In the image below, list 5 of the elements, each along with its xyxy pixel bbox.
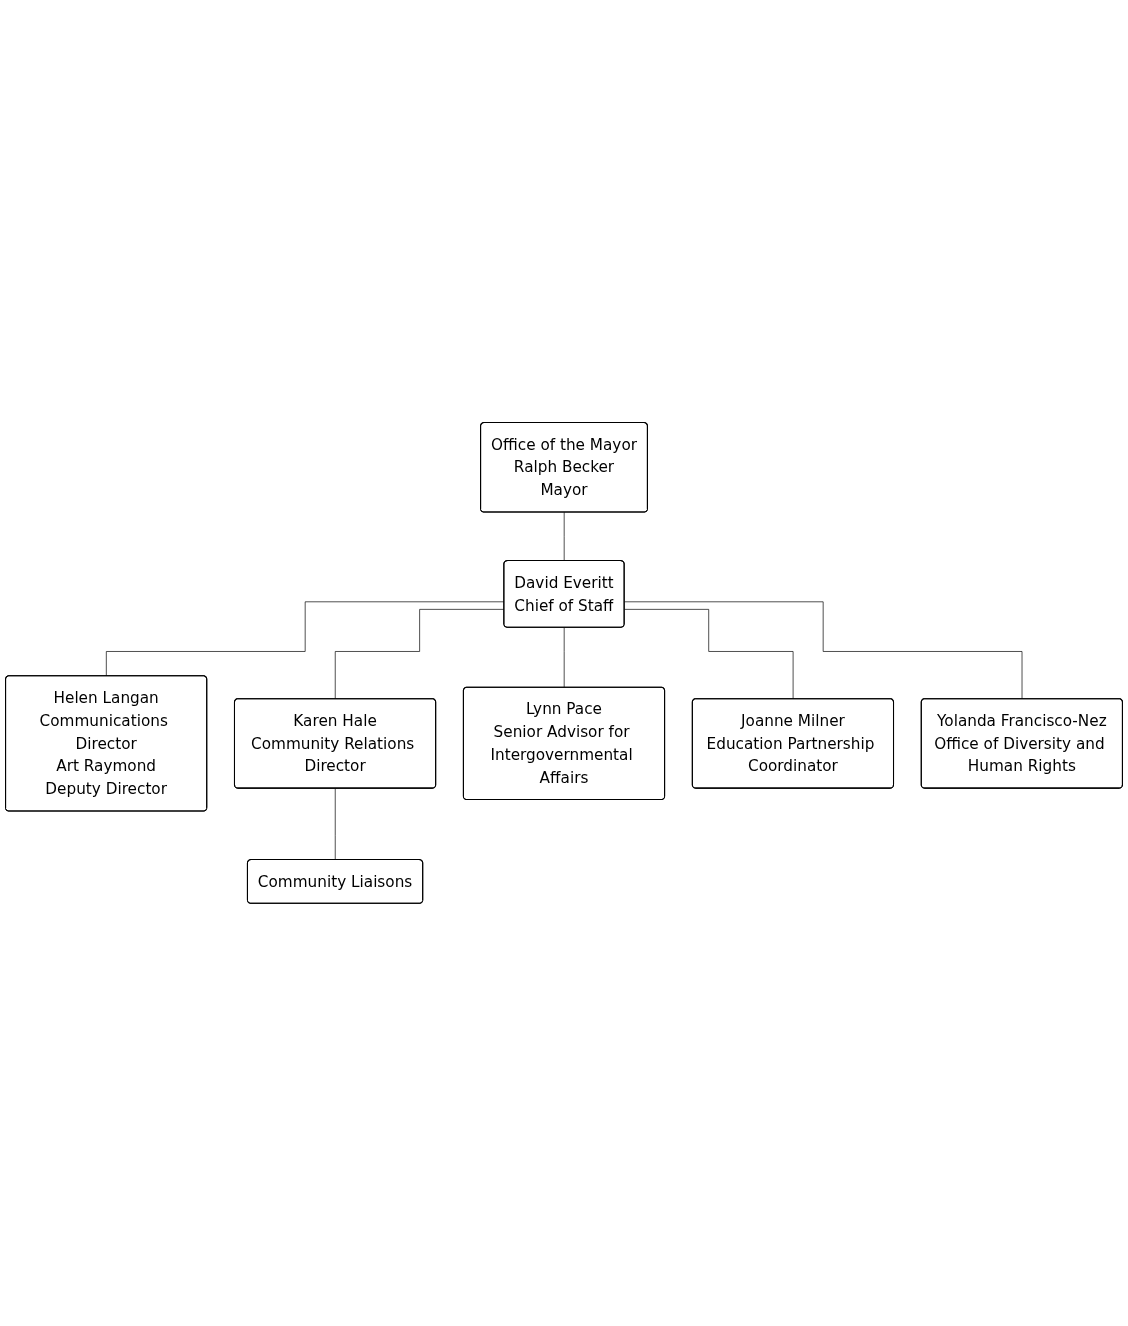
- connector: [563, 627, 565, 688]
- connector: [563, 512, 565, 562]
- connector: [624, 609, 794, 700]
- connector: [624, 601, 1023, 700]
- connector: [334, 788, 336, 861]
